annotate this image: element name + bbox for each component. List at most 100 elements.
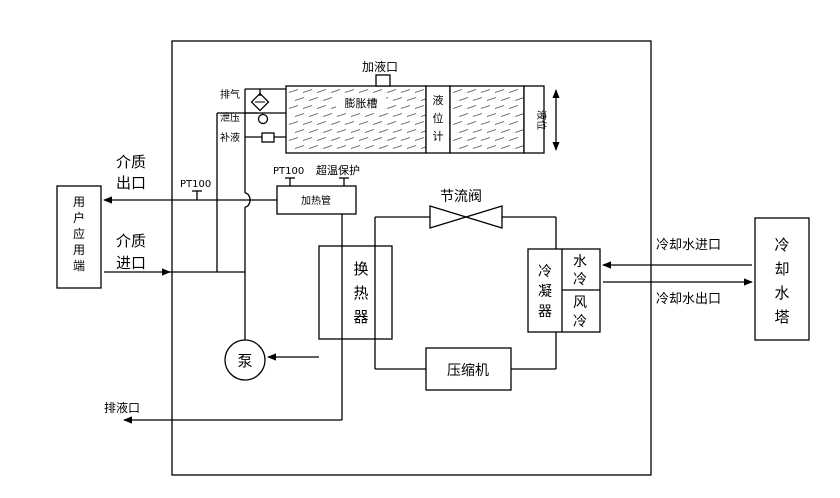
- exhaust-label: 排气: [220, 88, 240, 101]
- hatch-mark: [392, 129, 403, 133]
- hatch-mark: [500, 97, 511, 101]
- hatch-mark: [308, 113, 319, 117]
- pump-label: 泵: [237, 352, 252, 370]
- heater-label: 加热管: [301, 194, 331, 207]
- hatch-mark: [514, 145, 524, 149]
- exhaust-valve: [250, 92, 270, 112]
- air-cooled-char-2: 冷: [573, 314, 587, 330]
- hatch-mark: [316, 121, 327, 125]
- hatch-mark: [514, 97, 524, 101]
- hatch-mark: [294, 97, 305, 101]
- hatch-mark: [308, 97, 319, 101]
- hatch-mark: [458, 113, 469, 117]
- hatch-mark: [316, 105, 327, 109]
- pt100-pipe-label: PT100: [180, 179, 211, 190]
- hatch-mark: [392, 97, 403, 101]
- hatch-mark: [294, 113, 305, 117]
- drain-label: 排液口: [104, 400, 140, 415]
- user-box-char-5: 端: [73, 259, 85, 273]
- cooling-tower-char-4: 塔: [774, 308, 789, 326]
- hatch-mark: [486, 145, 497, 149]
- hatch-mark: [466, 89, 477, 93]
- refill-valve: [261, 132, 275, 143]
- hatch-mark: [466, 121, 477, 125]
- medium-in-label-1: 介质: [116, 232, 146, 250]
- throttle-valve-right: [463, 205, 503, 229]
- hatch-mark: [472, 145, 483, 149]
- level-gauge-box: [425, 85, 451, 154]
- hatch-mark: [406, 97, 417, 101]
- hatch-mark: [344, 89, 355, 93]
- hatch-mark: [322, 145, 333, 149]
- hatch-mark: [514, 129, 524, 133]
- hatch-mark: [364, 113, 375, 117]
- expansion-tank: 膨胀槽: [285, 85, 427, 154]
- hatch-mark: [494, 105, 505, 109]
- hatch-mark: [414, 105, 425, 109]
- cooling-tower-char-2: 却: [774, 260, 789, 278]
- hatch-mark: [414, 121, 425, 125]
- medium-in-label-2: 进口: [116, 254, 146, 272]
- condenser-char-2: 凝: [538, 284, 552, 300]
- cooling-water-out-label: 冷却水出口: [656, 292, 721, 307]
- hatch-mark: [378, 129, 389, 133]
- hatch-mark: [414, 89, 425, 93]
- level-gauge-char-1: 液: [433, 93, 444, 107]
- hatch-mark: [288, 121, 299, 125]
- cooling-tower: [754, 217, 810, 341]
- hatch-mark: [322, 113, 333, 117]
- hatch-mark: [358, 121, 369, 125]
- level-side-box: [523, 85, 545, 154]
- hatch-mark: [350, 145, 361, 149]
- level-gauge-char-3: 计: [433, 130, 444, 143]
- hatch-mark: [406, 113, 417, 117]
- compressor: [425, 347, 512, 391]
- hatch-mark: [316, 137, 327, 141]
- heat-exchanger: [318, 245, 393, 340]
- hatch-mark: [330, 89, 341, 93]
- throttle-valve: [429, 205, 469, 229]
- hatch-mark: [372, 137, 383, 141]
- hatch-mark: [508, 121, 519, 125]
- pt100-heater-label: PT100: [273, 166, 304, 177]
- pump-symbol: [224, 339, 266, 381]
- hatch-mark: [358, 137, 369, 141]
- hatch-mark: [472, 97, 483, 101]
- hatch-mark: [336, 145, 347, 149]
- hatch-mark: [452, 121, 463, 125]
- fill-port: [375, 74, 391, 87]
- hatch-mark: [500, 129, 511, 133]
- hatch-mark: [392, 113, 403, 117]
- hatch-mark: [500, 113, 511, 117]
- hatch-mark: [486, 113, 497, 117]
- level-gauge-hatch-area: [449, 85, 525, 154]
- cooling-water-in-label: 冷却水进口: [656, 238, 721, 253]
- hatch-mark: [406, 129, 417, 133]
- user-box-char-3: 应: [73, 226, 85, 241]
- hatch-mark: [466, 137, 477, 141]
- hatch-mark: [372, 121, 383, 125]
- hatch-mark: [486, 129, 497, 133]
- condenser-char-1: 冷: [538, 264, 552, 280]
- hatch-mark: [336, 113, 347, 117]
- overtemp-label: 超温保护: [316, 163, 360, 177]
- hatch-mark: [400, 89, 411, 93]
- hatch-mark: [400, 105, 411, 109]
- hatch-mark: [386, 89, 397, 93]
- hatch-mark: [364, 145, 375, 149]
- hatch-mark: [480, 121, 491, 125]
- hatch-mark: [378, 145, 389, 149]
- user-box-char-1: 用: [73, 195, 85, 209]
- throttle-valve-label: 节流阀: [440, 189, 482, 205]
- hatch-mark: [480, 89, 491, 93]
- compressor-label: 压缩机: [447, 363, 489, 379]
- condenser-char-3: 器: [538, 304, 552, 320]
- hatch-mark: [386, 105, 397, 109]
- hatch-mark: [294, 129, 305, 133]
- hatch-mark: [302, 137, 313, 141]
- air-cooled-char-1: 风: [573, 295, 587, 311]
- hatch-mark: [472, 129, 483, 133]
- level-side-label: 液位: [535, 110, 548, 130]
- hatch-mark: [330, 137, 341, 141]
- hatch-mark: [400, 121, 411, 125]
